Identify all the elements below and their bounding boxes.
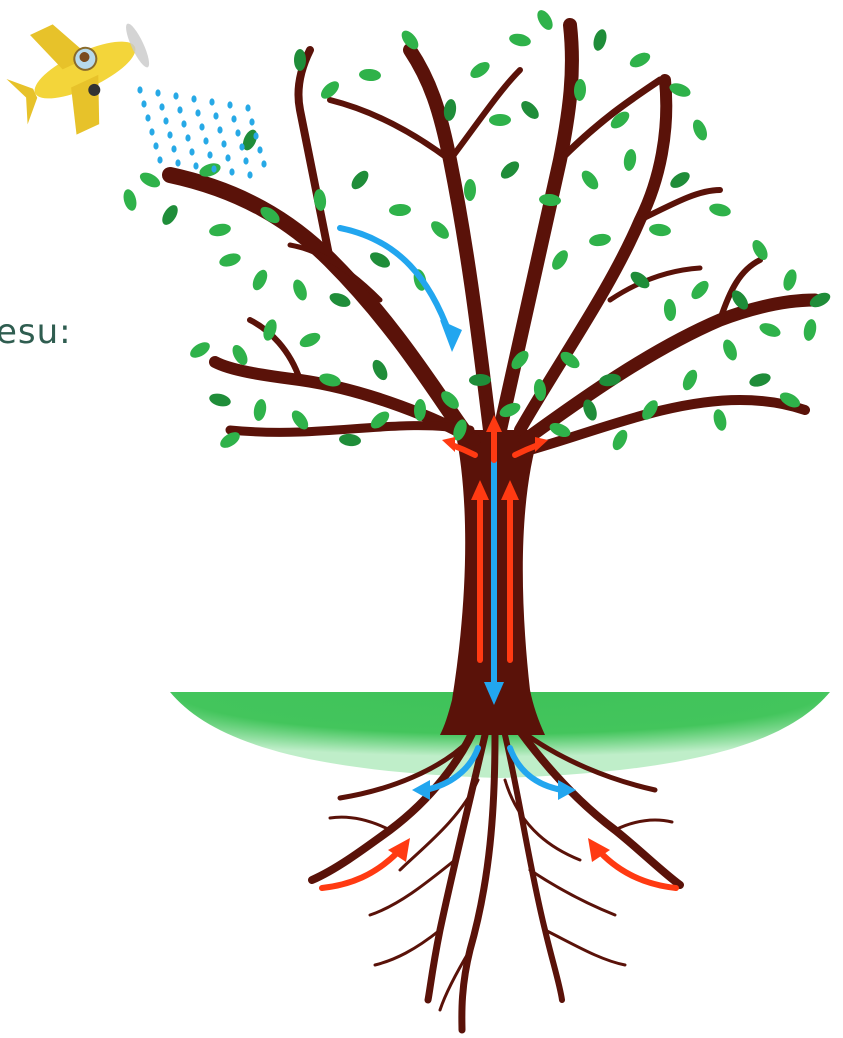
leaf bbox=[468, 59, 493, 81]
leaf bbox=[370, 357, 391, 382]
leaf bbox=[610, 427, 631, 452]
spray-drop bbox=[231, 115, 236, 122]
leaf bbox=[648, 223, 671, 238]
leaf bbox=[367, 249, 392, 270]
leaf bbox=[508, 32, 532, 48]
leaf bbox=[591, 28, 609, 52]
leaf bbox=[290, 278, 309, 303]
leaf bbox=[680, 367, 700, 392]
leaf bbox=[464, 179, 476, 201]
leaf bbox=[348, 168, 371, 193]
leaf bbox=[802, 318, 818, 342]
leaf bbox=[137, 170, 162, 191]
leaf bbox=[712, 408, 729, 432]
leaf bbox=[690, 118, 710, 143]
spray-drop bbox=[185, 134, 190, 141]
leaf bbox=[252, 398, 268, 422]
spray-drop bbox=[157, 156, 162, 163]
leaf bbox=[748, 371, 773, 389]
leaf bbox=[250, 267, 270, 292]
spray-drop bbox=[159, 103, 164, 110]
spray-drop bbox=[153, 142, 158, 149]
leaf bbox=[668, 169, 693, 191]
spray-drop bbox=[229, 168, 234, 175]
spray-drop bbox=[149, 128, 154, 135]
leaf bbox=[218, 251, 243, 269]
spray-drop bbox=[181, 120, 186, 127]
spray-drop bbox=[207, 151, 212, 158]
spray-drop bbox=[145, 114, 150, 121]
spray-drop bbox=[167, 131, 172, 138]
spray-drop bbox=[225, 154, 230, 161]
spray-drop bbox=[171, 145, 176, 152]
crop-duster-plane-icon bbox=[0, 0, 166, 152]
leaf bbox=[518, 98, 542, 122]
leaf bbox=[159, 202, 181, 227]
leaf bbox=[359, 68, 382, 82]
leaf bbox=[588, 232, 612, 247]
leaf bbox=[758, 320, 783, 339]
leaf bbox=[338, 433, 361, 447]
spray-drop bbox=[261, 160, 266, 167]
spray-drop bbox=[247, 171, 252, 178]
leaf bbox=[187, 339, 212, 361]
leaf bbox=[627, 50, 652, 71]
leaf bbox=[294, 49, 306, 71]
spray-drop bbox=[195, 109, 200, 116]
leaf bbox=[489, 114, 511, 126]
spray-drop bbox=[191, 95, 196, 102]
leaf bbox=[389, 203, 412, 216]
spray-drop bbox=[235, 129, 240, 136]
leaf bbox=[328, 290, 353, 309]
leaf bbox=[663, 299, 677, 322]
arrowhead bbox=[412, 780, 430, 800]
spray-drop bbox=[217, 126, 222, 133]
spray-drop bbox=[239, 143, 244, 150]
spray-drop bbox=[203, 137, 208, 144]
spray-drop bbox=[211, 165, 216, 172]
leaf bbox=[578, 168, 601, 193]
leaf bbox=[428, 218, 452, 242]
leaf bbox=[622, 148, 637, 172]
spray-drop bbox=[189, 148, 194, 155]
spray-drop bbox=[249, 118, 254, 125]
leaf bbox=[781, 268, 799, 293]
leaf bbox=[534, 7, 556, 32]
spray-drop bbox=[175, 159, 180, 166]
spray-drop bbox=[227, 101, 232, 108]
leaf bbox=[807, 290, 832, 310]
spray-drop bbox=[137, 86, 142, 93]
branches bbox=[170, 25, 815, 450]
spray-drop bbox=[141, 100, 146, 107]
spray-drop bbox=[193, 162, 198, 169]
spray-drop bbox=[221, 140, 226, 147]
leaf bbox=[208, 222, 232, 238]
spray-drop bbox=[213, 112, 218, 119]
leaf bbox=[121, 188, 138, 212]
spray-drops-icon bbox=[137, 86, 266, 178]
leaf bbox=[297, 330, 322, 350]
spray-drop bbox=[257, 146, 262, 153]
leaf bbox=[688, 278, 712, 302]
spray-drop bbox=[155, 89, 160, 96]
spray-drop bbox=[163, 117, 168, 124]
spray-drop bbox=[199, 123, 204, 130]
spray-drop bbox=[253, 132, 258, 139]
spray-drop bbox=[173, 92, 178, 99]
leaf bbox=[720, 338, 739, 363]
leaves bbox=[121, 7, 832, 452]
leaf bbox=[708, 202, 732, 219]
leaf bbox=[208, 392, 232, 409]
arrowhead bbox=[440, 320, 462, 352]
spray-drop bbox=[243, 157, 248, 164]
spray-drop bbox=[177, 106, 182, 113]
arrowhead bbox=[442, 437, 455, 452]
spray-drop bbox=[209, 98, 214, 105]
leaf bbox=[498, 158, 522, 182]
spray-drop bbox=[245, 104, 250, 111]
leaf bbox=[549, 248, 571, 273]
